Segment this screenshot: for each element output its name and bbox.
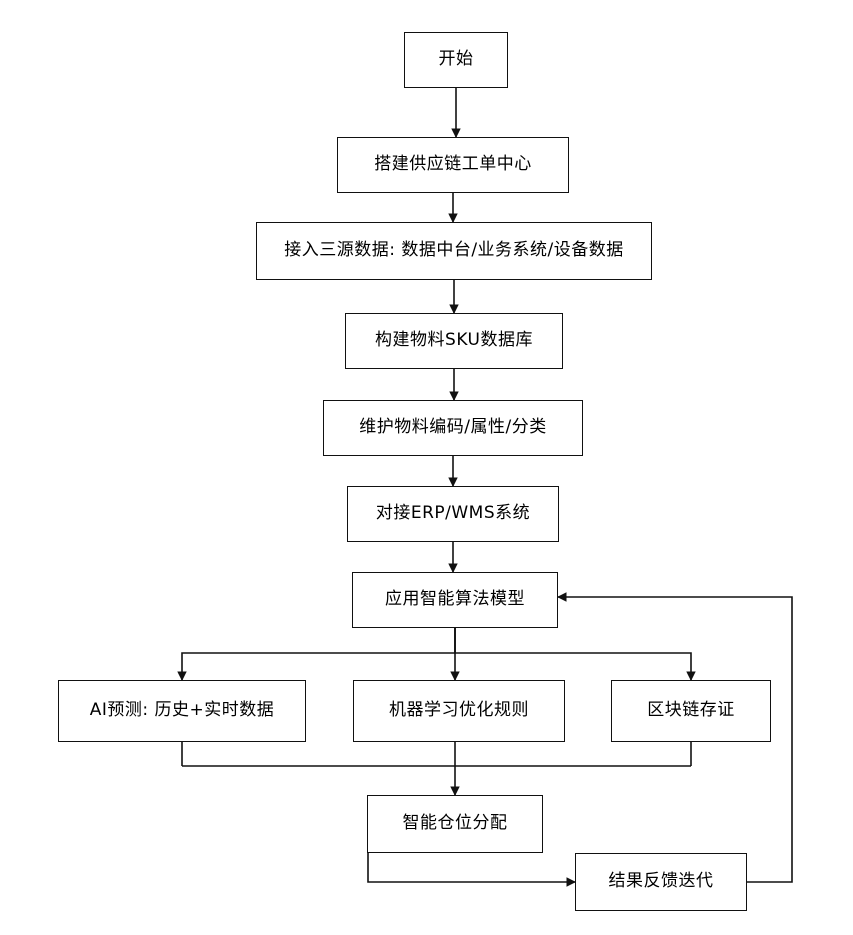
node-integrate-erp-wms-system[interactable]: 对接ERP/WMS系统 (347, 486, 559, 542)
edge-slot-to-feedback (367, 853, 576, 887)
node-machine-learning-optimize-rules[interactable]: 机器学习优化规则 (353, 680, 565, 742)
node-ml-label: 机器学习优化规则 (389, 700, 529, 721)
node-slot-label: 智能仓位分配 (402, 813, 508, 834)
node-start-label: 开始 (438, 49, 474, 70)
node-chain-label: 区块链存证 (647, 700, 735, 721)
node-sku-label: 构建物料SKU数据库 (375, 330, 533, 351)
node-ai-label: AI预测: 历史+实时数据 (89, 700, 275, 721)
node-ai-forecast-history-realtime-data[interactable]: AI预测: 历史+实时数据 (58, 680, 306, 742)
node-build-supply-chain-work-order-center[interactable]: 搭建供应链工单中心 (337, 137, 569, 193)
node-blockchain-evidence-storage[interactable]: 区块链存证 (611, 680, 771, 742)
node-maintain-label: 维护物料编码/属性/分类 (359, 417, 547, 438)
node-intelligent-slot-allocation[interactable]: 智能仓位分配 (367, 795, 543, 853)
node-result-feedback-iteration[interactable]: 结果反馈迭代 (575, 853, 747, 911)
node-start[interactable]: 开始 (404, 32, 508, 88)
node-sources-label: 接入三源数据: 数据中台/业务系统/设备数据 (284, 240, 624, 261)
edge-algo-to-chain (454, 628, 696, 681)
edge-algo-to-ai (177, 628, 456, 681)
node-center-label: 搭建供应链工单中心 (374, 154, 532, 175)
node-feedback-label: 结果反馈迭代 (608, 871, 714, 892)
node-algo-label: 应用智能算法模型 (385, 589, 525, 610)
node-erp-label: 对接ERP/WMS系统 (375, 503, 531, 524)
node-maintain-material-code-attribute-category[interactable]: 维护物料编码/属性/分类 (323, 400, 583, 456)
node-apply-intelligent-algorithm-model[interactable]: 应用智能算法模型 (352, 572, 558, 628)
node-build-material-sku-database[interactable]: 构建物料SKU数据库 (345, 313, 563, 369)
node-connect-three-data-sources[interactable]: 接入三源数据: 数据中台/业务系统/设备数据 (256, 222, 652, 280)
